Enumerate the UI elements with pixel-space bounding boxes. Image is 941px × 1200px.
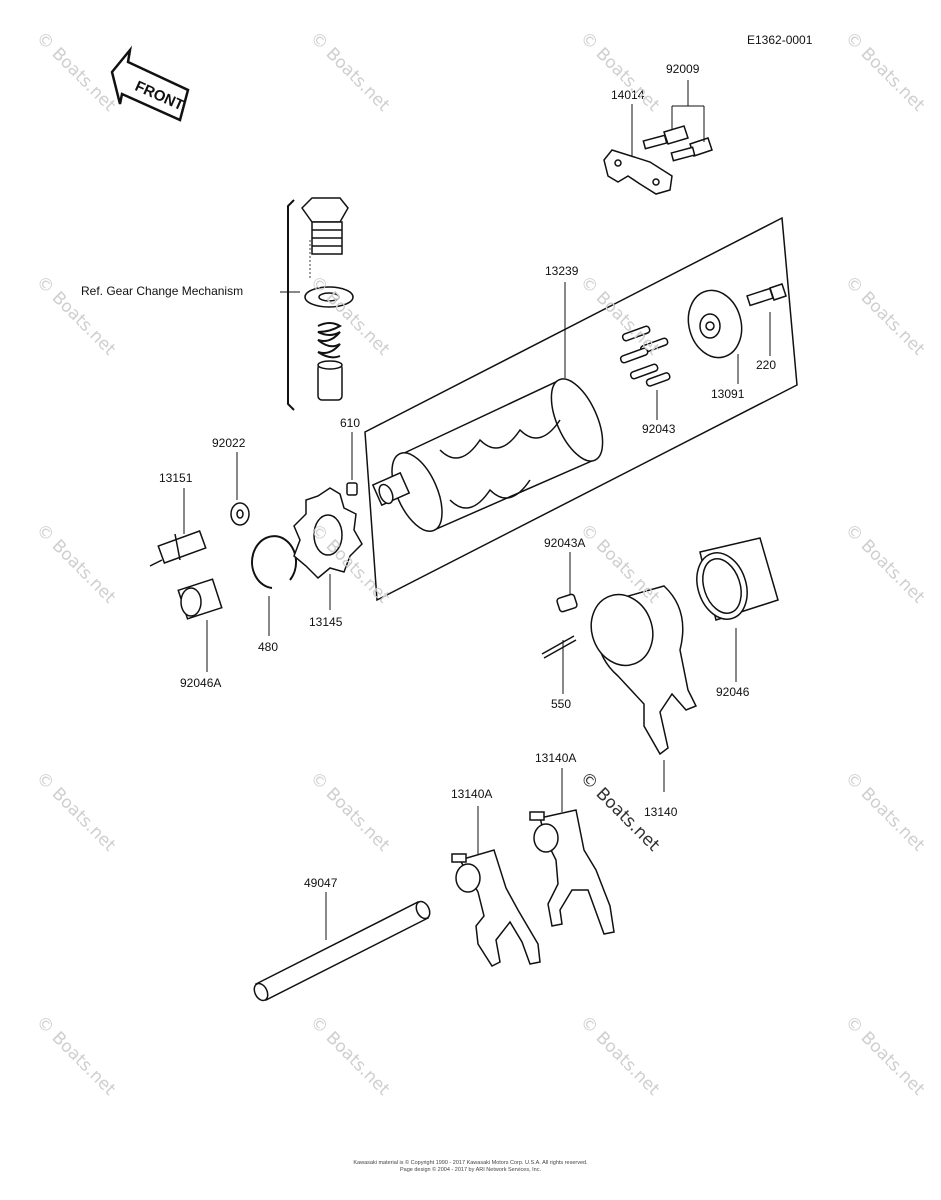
drum-group-outline	[364, 216, 798, 602]
circlip-480-icon	[251, 535, 297, 589]
shift-bolt-icon	[301, 197, 349, 280]
part-label-14014[interactable]: 14014	[611, 88, 645, 102]
washer-icon	[304, 286, 354, 308]
part-label-13145[interactable]: 13145	[309, 615, 343, 629]
part-label-13140[interactable]: 13140	[644, 805, 678, 819]
washer-92022-icon	[230, 502, 250, 526]
part-label-480[interactable]: 480	[258, 640, 279, 654]
leader-92009	[631, 80, 705, 156]
star-plate-13145-icon	[293, 487, 363, 580]
part-label-92043[interactable]: 92043	[642, 422, 676, 436]
part-label-92046A[interactable]: 92046A	[180, 676, 222, 690]
bearing-92046-icon	[696, 537, 779, 621]
part-label-13091[interactable]: 13091	[711, 387, 745, 401]
pins-92043-icon	[619, 325, 671, 387]
screw-92009-icon	[642, 125, 713, 162]
part-label-13140A-right[interactable]: 13140A	[535, 751, 577, 765]
shift-fork-13140A-right-icon	[529, 809, 615, 935]
shift-fork-13140-icon	[590, 585, 698, 756]
part-label-92022[interactable]: 92022	[212, 436, 246, 450]
part-label-610[interactable]: 610	[340, 416, 361, 430]
shift-fork-13140A-left-icon	[451, 849, 541, 967]
ref-bracket	[280, 199, 300, 411]
bolt-220-icon	[746, 283, 787, 307]
pin-icon	[317, 360, 343, 401]
ref-note: Ref. Gear Change Mechanism	[81, 284, 244, 298]
part-label-92009[interactable]: 92009	[666, 62, 700, 76]
spring-icon	[317, 322, 342, 359]
part-label-92046[interactable]: 92046	[716, 685, 750, 699]
plate-14014-icon	[603, 149, 673, 195]
pin-92043A-icon	[556, 593, 578, 613]
copyright-line-2: Page design © 2004 - 2017 by ARI Network…	[399, 1167, 541, 1173]
pin-plate-13091-icon	[687, 289, 743, 359]
part-label-550[interactable]: 550	[551, 697, 572, 711]
copyright-line-1: Kawasaki material is © Copyright 1990 - …	[353, 1160, 588, 1166]
shift-drum-icon	[371, 378, 604, 532]
cotter-550-icon	[541, 635, 577, 659]
diagram-id: E1362-0001	[747, 33, 813, 47]
part-label-220[interactable]: 220	[756, 358, 777, 372]
part-label-49047[interactable]: 49047	[304, 876, 338, 890]
part-label-13140A-left[interactable]: 13140A	[451, 787, 493, 801]
front-arrow-icon: FRONT	[110, 45, 190, 122]
bearing-92046A-icon	[177, 578, 223, 620]
pin-610-icon	[346, 482, 358, 496]
part-label-13239[interactable]: 13239	[545, 264, 579, 278]
shift-rod-49047-icon	[253, 900, 431, 1002]
neutral-switch-13151-icon	[149, 530, 207, 567]
part-label-13151[interactable]: 13151	[159, 471, 193, 485]
part-label-92043A[interactable]: 92043A	[544, 536, 586, 550]
